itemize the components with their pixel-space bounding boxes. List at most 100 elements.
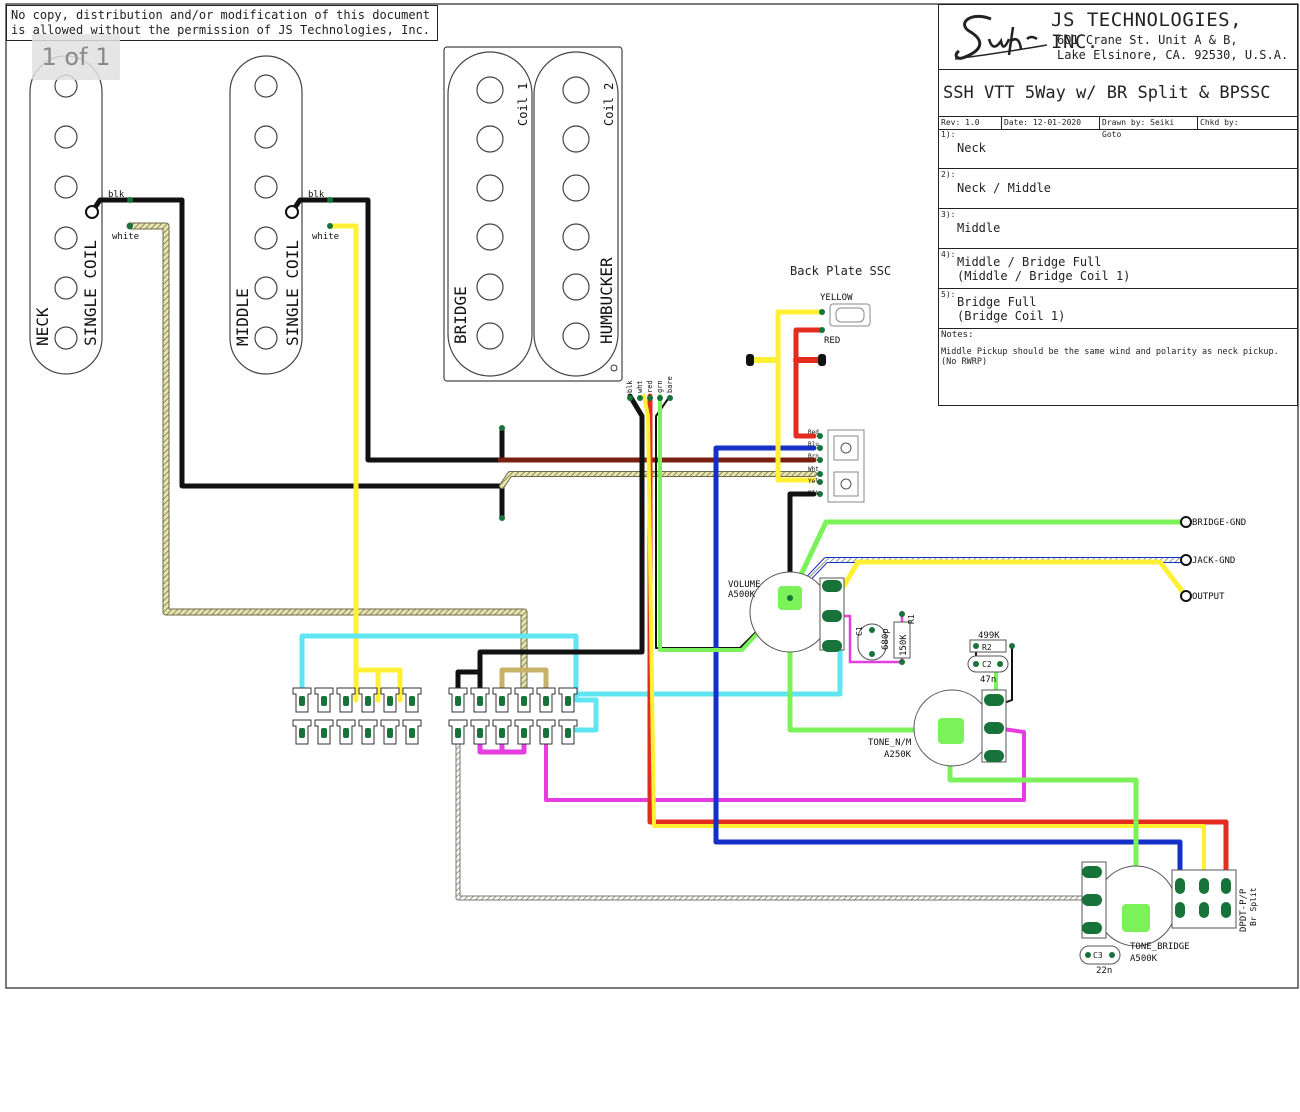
backplate-red-label: RED (824, 336, 840, 346)
title-block: JS TECHNOLOGIES, INC. 601 Crane St. Unit… (938, 4, 1298, 406)
switch-lug (292, 719, 312, 745)
switch-lug (402, 687, 422, 713)
company-address: 601 Crane St. Unit A & B, Lake Elsinore,… (1057, 33, 1288, 63)
switch-lug (492, 687, 512, 713)
r2-resistor: 499K R2 (969, 631, 1015, 653)
tone-bridge-value: A500K (1130, 954, 1158, 964)
c1-value: 680p (881, 628, 891, 650)
jack-gnd-label: JACK-GND (1192, 556, 1235, 566)
neck-pickup-name: NECK (33, 307, 52, 346)
c2-cap: C2 47n (967, 655, 1009, 685)
switch-lug (470, 719, 490, 745)
r1-resistor: 150K R1 (893, 611, 916, 665)
company-name: JS TECHNOLOGIES, INC. (1051, 9, 1243, 53)
switch-lug (358, 719, 378, 745)
r2-name: R2 (982, 643, 992, 652)
pickup-eyelets (85, 197, 673, 521)
output-terminals: BRIDGE-GND JACK-GND OUTPUT (1180, 516, 1246, 602)
bridge-lead-bare: bare (666, 376, 674, 393)
bridge-coil2-label: Coil 2 (602, 83, 616, 126)
neck-white-label: white (112, 232, 139, 242)
volume-value: A500K (728, 590, 756, 600)
switch-lug (292, 687, 312, 713)
backplate-yellow-label: YELLOW (820, 293, 853, 303)
position-5-sub: (Bridge Coil 1) (957, 309, 1066, 323)
switch-lug (380, 719, 400, 745)
middle-white-label: white (312, 232, 339, 242)
date-field: Date: 12-01-2020 (1001, 117, 1100, 129)
volume-name: VOLUME (728, 580, 761, 590)
c3-value: 22n (1096, 966, 1112, 976)
position-5-label: Bridge Full (957, 295, 1037, 309)
switch-lug (536, 687, 556, 713)
volume-pot: VOLUME A500K (728, 571, 845, 653)
bridge-lead-wht: wht (636, 380, 644, 393)
page-indicator-badge: 1 of 1 (32, 34, 120, 80)
tone-bridge-pot: TONE_BRIDGE A500K (1081, 861, 1190, 964)
notes-text-1: Middle Pickup should be the same wind an… (941, 347, 1279, 357)
switch-lug (558, 687, 578, 713)
switch-lug (448, 719, 468, 745)
notes-header: Notes: (941, 330, 974, 340)
bridge-coil1-label: Coil 1 (516, 83, 530, 126)
bridge-pickup: BRIDGE HUMBUCKER Coil 1 Coil 2 (443, 46, 623, 382)
bp-term-brn: Brn (808, 453, 819, 460)
middle-pickup-name: MIDDLE (233, 288, 252, 346)
neck-pickup: NECK SINGLE COIL (29, 55, 103, 375)
bridge-lead-grn: grn (656, 380, 664, 393)
switch-lug (470, 687, 490, 713)
title-block-meta: Rev: 1.0 Date: 12-01-2020 Drawn by: Seik… (939, 117, 1297, 139)
position-4-num: 4): (941, 250, 956, 259)
bp-term-blu: Blu (808, 441, 819, 448)
suhr-logo (954, 14, 1048, 60)
neck-blk-label: blk (108, 190, 125, 200)
switch-lug (314, 719, 334, 745)
position-2: 2): Neck / Middle (939, 169, 1297, 209)
position-4-sub: (Middle / Bridge Coil 1) (957, 269, 1131, 283)
switch-lug (402, 719, 422, 745)
middle-pickup: MIDDLE SINGLE COIL (229, 55, 303, 375)
tone-nm-value: A250K (884, 750, 912, 760)
tone-bridge-name: TONE_BRIDGE (1130, 942, 1190, 952)
bp-term-red: Red (808, 429, 819, 436)
position-1: 1): Neck (939, 129, 1297, 169)
switch-lug (380, 687, 400, 713)
c3-cap: C3 22n (1079, 945, 1121, 976)
bridge-gnd-label: BRIDGE-GND (1192, 518, 1246, 528)
five-way-switch (292, 687, 578, 745)
c2-name: C2 (982, 660, 992, 669)
switch-lug (448, 687, 468, 713)
neck-pickup-type: SINGLE COIL (81, 240, 100, 346)
position-3: 3): Middle (939, 209, 1297, 249)
c1-cap: C1 680p (855, 623, 891, 661)
drawn-by-field: Drawn by: Seiki Goto (1099, 117, 1198, 139)
position-5: 5): Bridge Full(Bridge Coil 1) (939, 289, 1297, 329)
rev-field: Rev: 1.0 (941, 118, 980, 127)
pickup-lead-labels: blk white blk white blk wht red grn bare (108, 190, 674, 393)
dpdt-sub: Br Split (1249, 887, 1258, 926)
position-4: 4): Middle / Bridge Full(Middle / Bridge… (939, 249, 1297, 289)
back-plate-ssc: YELLOW RED Red Blu Brn Wht Yel Blk (746, 293, 871, 503)
bp-term-blk: Blk (808, 490, 819, 497)
tone-nm-name: TONE_N/M (868, 738, 912, 748)
r2-value: 499K (978, 631, 1000, 641)
switch-lug (492, 719, 512, 745)
r1-name: R1 (907, 614, 916, 624)
bridge-lead-red: red (646, 380, 654, 393)
position-2-label: Neck / Middle (957, 181, 1051, 195)
switch-lug (536, 719, 556, 745)
bp-term-yel: Yel (808, 478, 819, 485)
dpdt-switch: DPDT-P/P Br Split (1171, 869, 1258, 932)
position-4-label: Middle / Bridge Full (957, 255, 1102, 269)
title-block-header: JS TECHNOLOGIES, INC. 601 Crane St. Unit… (939, 5, 1297, 70)
notice-line-1: No copy, distribution and/or modificatio… (11, 8, 431, 22)
position-2-num: 2): (941, 170, 956, 179)
c1-name: C1 (855, 626, 864, 636)
back-plate-label: Back Plate SSC (790, 264, 892, 278)
bridge-pickup-name: BRIDGE (451, 286, 470, 344)
position-1-num: 1): (941, 130, 956, 139)
r1-value: 150K (899, 634, 909, 656)
switch-lug (514, 719, 534, 745)
dpdt-name: DPDT-P/P (1239, 888, 1249, 932)
